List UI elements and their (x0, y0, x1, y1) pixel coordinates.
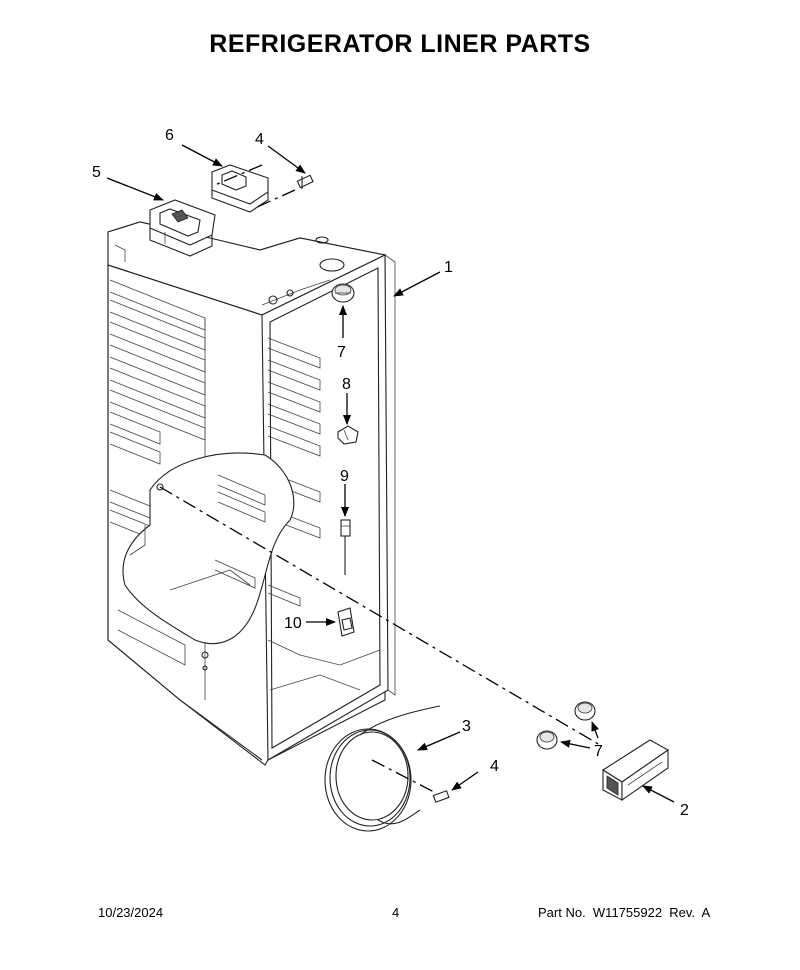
assembly-centerline (159, 486, 601, 746)
callout-4-top: 4 (255, 131, 264, 148)
refrigerator-liner (107, 221, 396, 766)
part-4-screw-bottom (371, 759, 450, 803)
callout-2: 2 (680, 802, 689, 819)
part-7-knob-top (331, 283, 355, 303)
part-9-sensor (340, 519, 351, 575)
callout-7-bottom: 7 (594, 743, 603, 760)
callout-8: 8 (342, 376, 351, 393)
callout-4-bottom: 4 (490, 758, 499, 775)
part-8-clip (337, 425, 359, 445)
footer-part-number: Part No. W11755922 Rev. A (538, 905, 711, 920)
part-10-holder (337, 607, 355, 637)
callout-10: 10 (284, 615, 302, 632)
part-2-light-housing (601, 739, 670, 802)
callout-6: 6 (165, 127, 174, 144)
part-4-screw-top (254, 174, 314, 209)
part-7-knob-pair (536, 701, 596, 750)
page-title: REFRIGERATOR LINER PARTS (209, 30, 591, 58)
callout-7-top: 7 (337, 344, 346, 361)
callout-9: 9 (340, 468, 349, 485)
callout-3: 3 (462, 718, 471, 735)
part-5-bracket (149, 199, 216, 257)
part-3-water-tubing (324, 705, 441, 832)
callout-5: 5 (92, 164, 101, 181)
callout-1: 1 (444, 259, 453, 276)
part-6-cover (211, 164, 269, 213)
footer-date: 10/23/2024 (98, 905, 164, 920)
callout-arrows (106, 144, 675, 803)
footer-page-number: 4 (392, 905, 400, 920)
